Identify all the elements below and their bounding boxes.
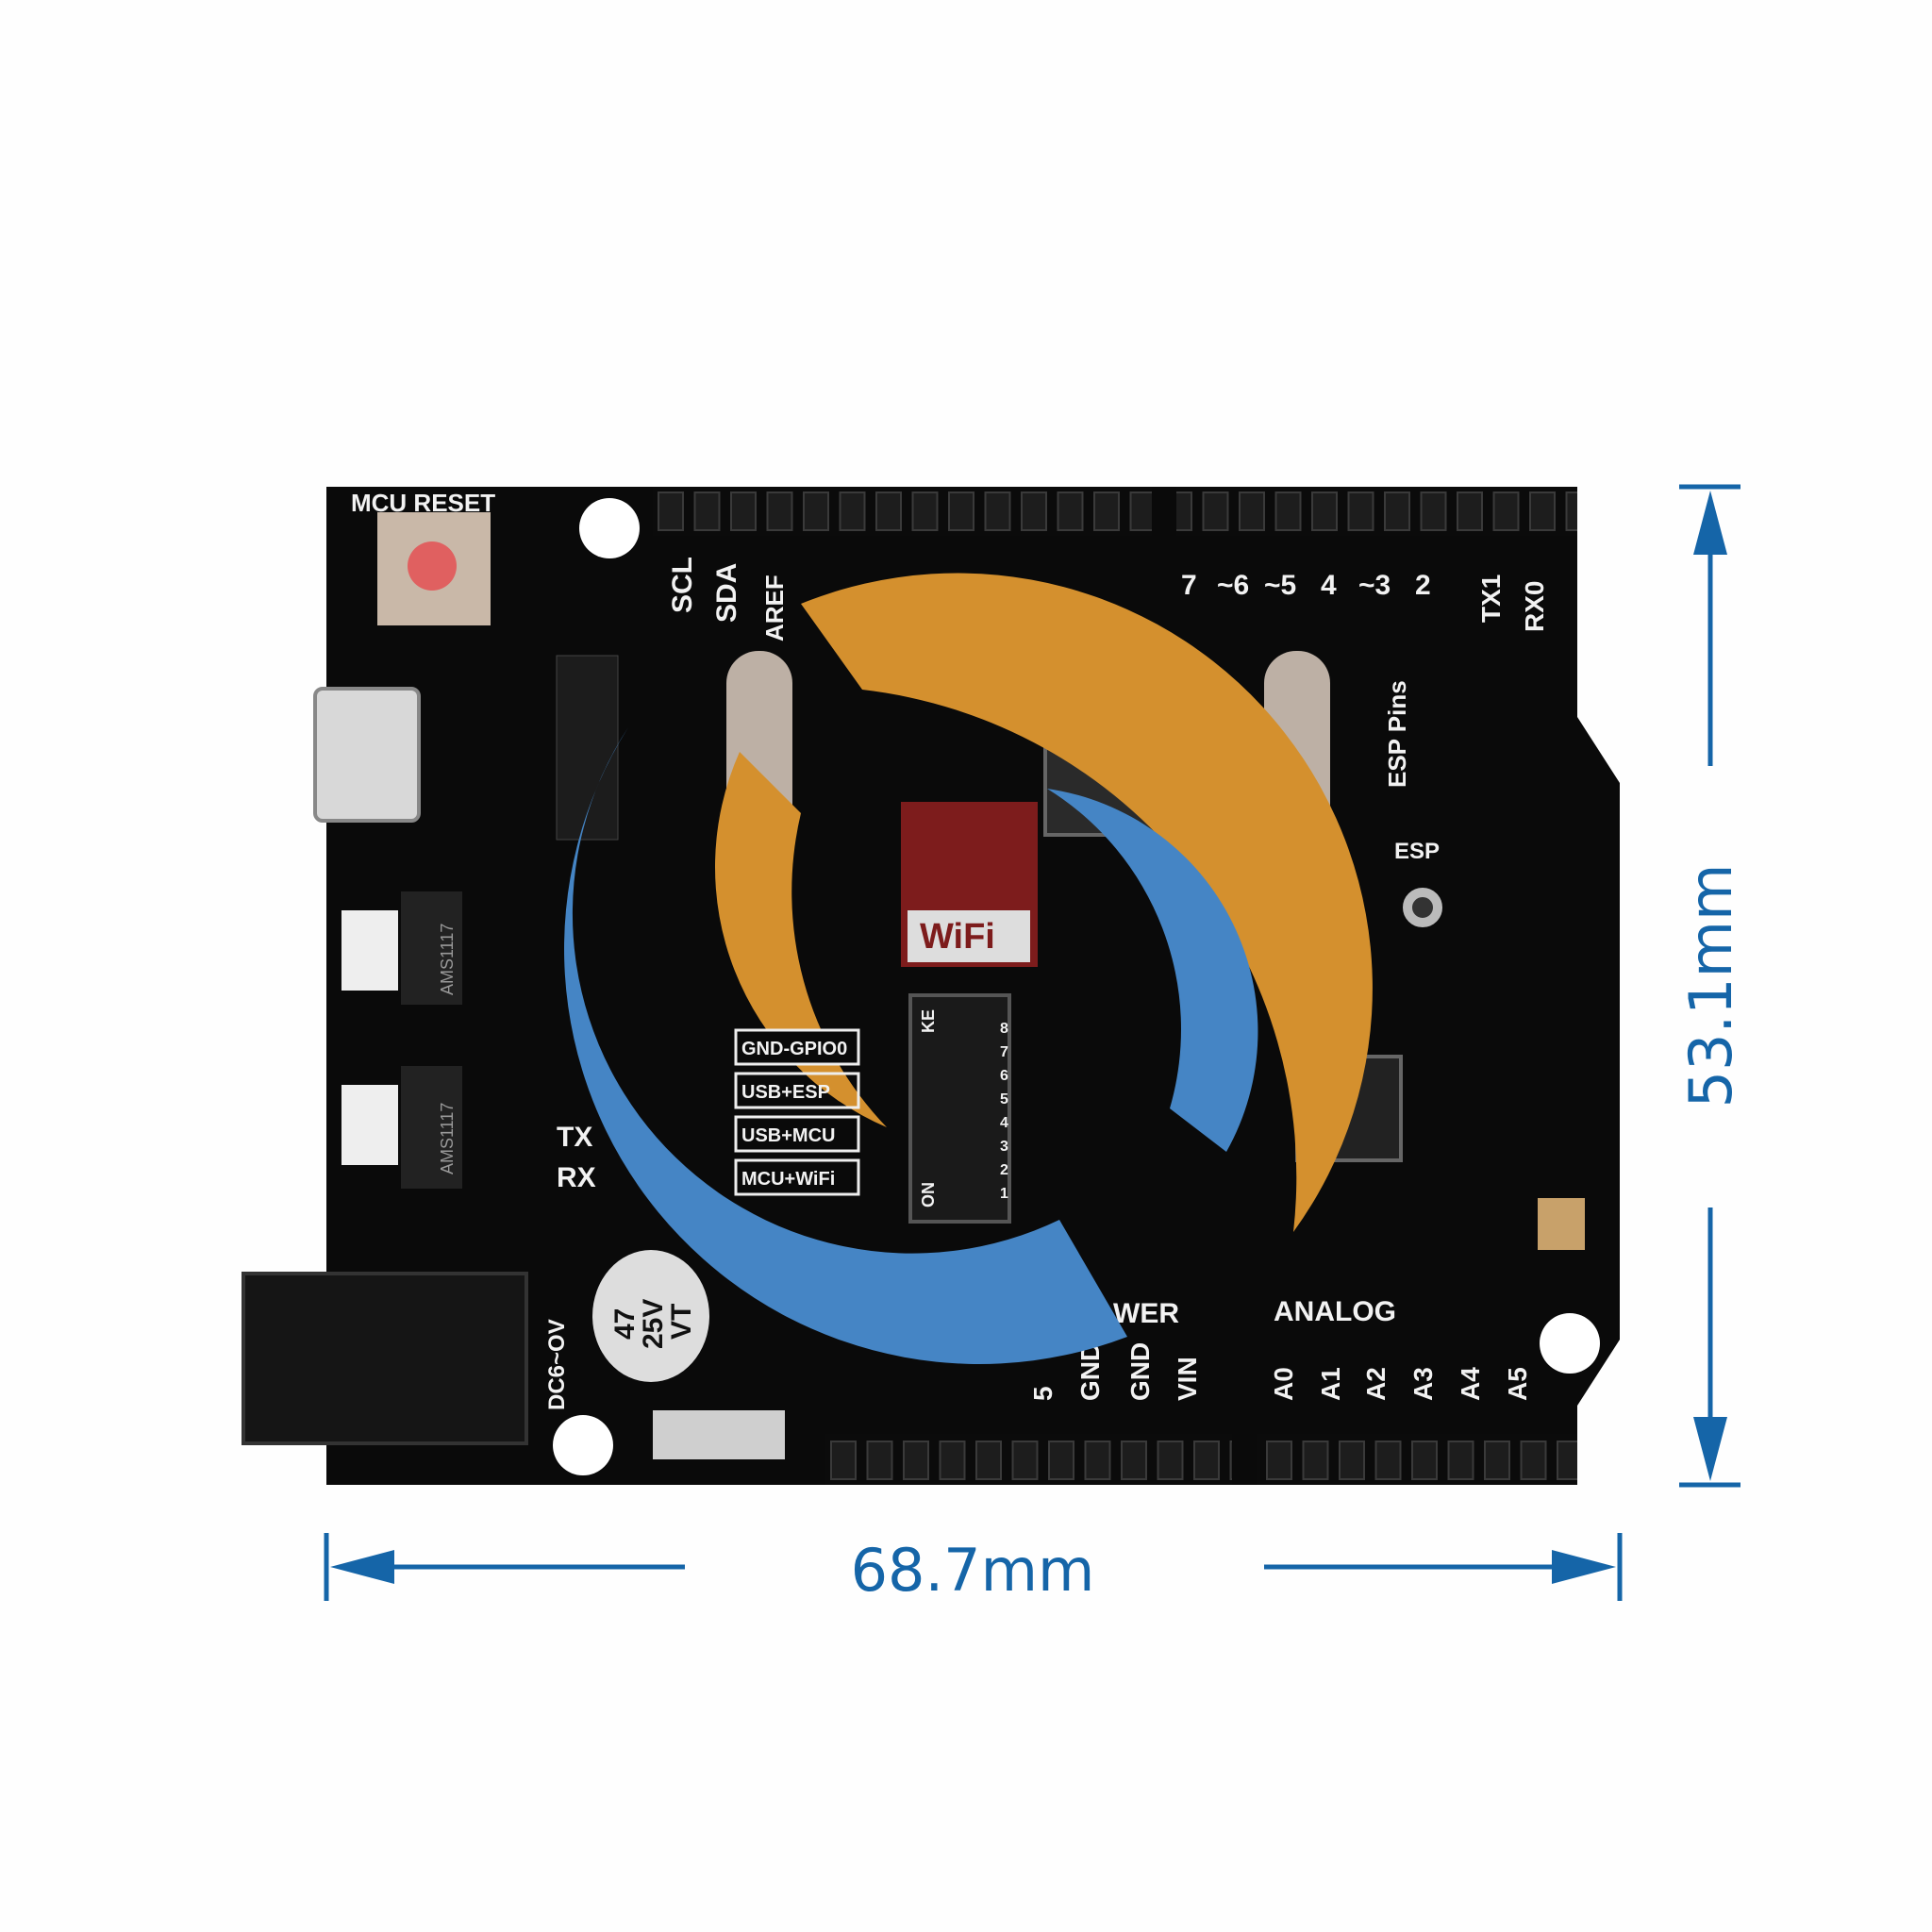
pin-label-rx0: RX0 [1520,581,1549,632]
regulator-tab [341,910,398,991]
reset-label: MCU RESET [351,489,495,517]
capacitor-label: 47 25V VT [609,1299,697,1349]
mounting-hole [1540,1313,1600,1374]
pin-label-a5: A5 [1503,1367,1532,1401]
capacitor-voltage: 25V [638,1299,669,1349]
power-label: WER [1113,1298,1179,1329]
arrow-down-icon [1693,1417,1727,1481]
arrow-left-icon [330,1550,394,1584]
power-header [825,1434,1232,1485]
esp-pins-label: ESP Pins [1383,680,1411,788]
pin-label-a1: A1 [1316,1367,1345,1401]
analog-label: ANALOG [1274,1296,1396,1327]
top-pin-labels: SCL SDA AREF 7 ~6 ~5 4 ~3 2 TX1 RX0 [667,557,1549,641]
dip-numbers: 1 2 3 4 5 6 7 8 [1000,1021,1008,1202]
analog-pin-labels: A0 A1 A2 A3 A4 A5 [1269,1367,1532,1401]
regulator-tab [341,1085,398,1165]
tx-label: TX [557,1122,592,1153]
pin-label: 7 [1181,570,1197,601]
regulator-label: AMS1117 [438,924,457,995]
dip-number: 1 [1000,1186,1008,1202]
wifi-label: WiFi [920,917,995,957]
width-label: 68.7mm [851,1536,1095,1605]
power-pin-labels: 5 GND GND VIN [1028,1342,1202,1401]
capacitor-mark: VT [666,1304,697,1340]
capacitor [592,1250,709,1382]
regulator-label: AMS1117 [438,1103,457,1174]
pin-label-tx1: TX1 [1476,575,1506,623]
pin-label-a2: A2 [1361,1367,1391,1401]
pin-label-a4: A4 [1456,1367,1485,1401]
dc-jack [242,1272,528,1445]
pin-label-aref: AREF [760,575,789,641]
digital-header-right [1176,487,1577,536]
pin-label: 5 [1028,1386,1058,1401]
rx-label: RX [557,1162,596,1193]
dip-number: 5 [1000,1091,1008,1108]
dip-on-label: ON [919,1182,938,1208]
analog-header [1257,1434,1577,1485]
arrow-right-icon [1552,1550,1616,1584]
diode [653,1410,785,1459]
capacitor-value: 47 [609,1308,641,1340]
pin-label-sda: SDA [711,563,742,623]
micro-usb-port [313,687,421,823]
dip-number: 6 [1000,1068,1008,1084]
mode-label: GND-GPIO0 [741,1039,847,1059]
esp-button-label: ESP [1394,839,1440,864]
pin-label-scl: SCL [667,557,698,613]
dip-number: 8 [1000,1021,1008,1037]
mounting-hole [553,1415,613,1475]
pin-label: ~3 [1358,570,1391,601]
pin-label-a0: A0 [1269,1367,1298,1401]
arrow-up-icon [1693,491,1727,555]
dip-switch [908,993,1011,1224]
pin-label: 2 [1415,570,1431,601]
pin-label: GND [1125,1342,1155,1401]
antenna-connector [1538,1198,1585,1250]
mode-label: USB+MCU [741,1125,835,1146]
blue-inner-arc [1047,789,1258,1152]
orange-outer-arc [801,573,1373,1232]
mode-label: MCU+WiFi [741,1169,835,1190]
wifi-label-box [908,910,1030,962]
esp-button [1403,888,1442,927]
height-dimension [1679,484,1740,1488]
pin-label: GND [1075,1342,1105,1401]
pin-label: VIN [1173,1357,1202,1401]
dip-ke-label: KE [919,1009,938,1033]
regulator [401,1066,462,1189]
regulator [401,891,462,1005]
orange-inner-arc [714,752,887,1127]
dip-number: 3 [1000,1139,1008,1155]
pin-label: 4 [1321,570,1337,601]
height-label: 53.1mm [1676,864,1745,1108]
pin-label: ~5 [1264,570,1296,601]
usb-serial-chip [556,655,619,841]
dip-number: 7 [1000,1044,1008,1060]
digital-header-left [653,487,1152,536]
dip-number: 2 [1000,1162,1008,1178]
blue-outer-arc [564,727,1127,1364]
mode-label: USB+ESP [741,1082,830,1103]
reset-button-cap [408,541,457,591]
width-dimension [324,1533,1623,1601]
dc-input-label: DC6~OV [544,1319,570,1410]
pin-label: ~6 [1217,570,1249,601]
mounting-hole [579,498,640,558]
mode-labels: GND-GPIO0 USB+ESP USB+MCU MCU+WiFi [734,1028,860,1196]
dip-number: 4 [1000,1115,1008,1131]
pin-label-a3: A3 [1408,1367,1438,1401]
